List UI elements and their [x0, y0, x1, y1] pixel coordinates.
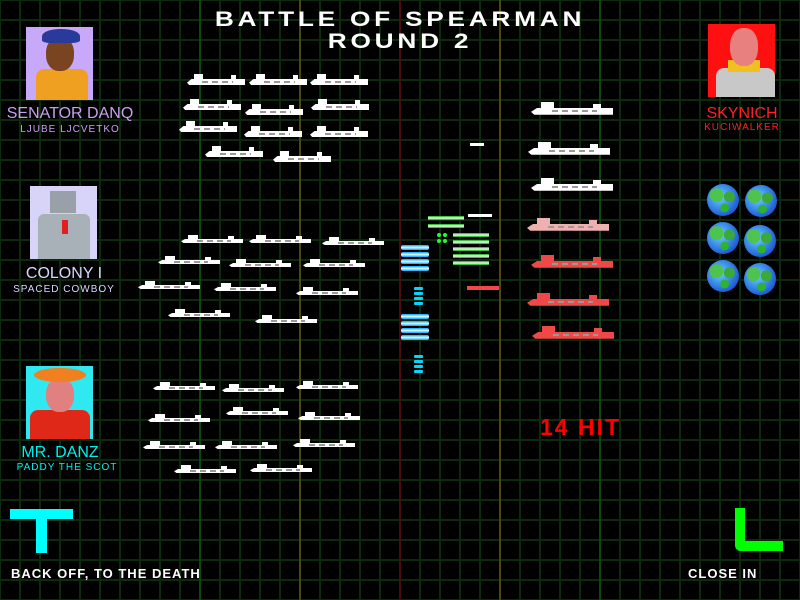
- mr-danz-ship: [293, 439, 355, 449]
- cyan-missile: [401, 328, 429, 333]
- green-plasma-dot: [443, 233, 447, 237]
- cyan-torpedo: [414, 302, 423, 305]
- range-line: [299, 0, 301, 600]
- green-plasma-dot: [437, 239, 441, 243]
- cyan-missile: [401, 266, 429, 271]
- player-handle: SPACED COWBOY: [13, 284, 115, 295]
- mr-danz-ship: [222, 384, 284, 394]
- green-laser: [453, 254, 489, 258]
- green-laser: [428, 216, 464, 220]
- senator-danq-ship: [179, 121, 237, 135]
- senator-danq-ship: [311, 99, 369, 113]
- earth-planet-icon: [707, 184, 739, 216]
- skynich-portrait: [708, 24, 775, 97]
- player-name: MR. DANZ: [21, 444, 99, 461]
- colony-i-ship: [229, 259, 291, 269]
- cyan-torpedo: [414, 370, 423, 373]
- close-in-key-icon[interactable]: [735, 508, 783, 551]
- skynich-ship: [528, 142, 610, 158]
- earth-planet-icon: [707, 222, 739, 254]
- mr-danz-ship: [298, 412, 360, 422]
- skynich-ship: [531, 178, 613, 194]
- cyan-torpedo: [414, 287, 423, 290]
- green-laser: [453, 233, 489, 237]
- player-handle: PADDY THE SCOT: [16, 462, 118, 473]
- mr-danz-ship: [250, 464, 312, 474]
- mr-danz-ship: [143, 441, 205, 451]
- colony-i-ship: [158, 256, 220, 266]
- mr-danz-ship: [153, 382, 215, 392]
- colony-i-ship: [322, 237, 384, 247]
- mr-danz-portrait: [26, 366, 93, 439]
- colony-i-ship: [214, 283, 276, 293]
- skynich-ship: [527, 293, 609, 309]
- green-laser: [453, 240, 489, 244]
- green-plasma-dot: [443, 239, 447, 243]
- cyan-missile: [401, 252, 429, 257]
- player-name: SKYNICH: [706, 105, 778, 122]
- senator-danq-ship: [245, 104, 303, 118]
- green-plasma-dot: [437, 233, 441, 237]
- cyan-missile: [401, 259, 429, 264]
- cyan-torpedo: [414, 365, 423, 368]
- player-handle: LJUBE LJCVETKO: [20, 124, 120, 135]
- mr-danz-ship: [215, 441, 277, 451]
- skynich-ship: [527, 218, 609, 234]
- colony-i-ship: [249, 235, 311, 245]
- red-fighter: [467, 286, 499, 290]
- close-in-label: CLOSE IN: [688, 566, 758, 581]
- senator-danq-ship: [205, 146, 263, 160]
- player-name: SENATOR DANQ: [6, 105, 134, 122]
- cyan-missile: [401, 245, 429, 250]
- senator-danq-ship: [273, 151, 331, 165]
- earth-planet-icon: [707, 260, 739, 292]
- senator-danq-portrait: [26, 27, 93, 100]
- cyan-torpedo: [414, 297, 423, 300]
- colony-i-ship: [181, 235, 243, 245]
- mr-danz-ship: [148, 414, 210, 424]
- mr-danz-ship: [174, 465, 236, 475]
- colony-i-portrait: [30, 186, 97, 259]
- range-line: [199, 0, 201, 600]
- colony-i-ship: [138, 281, 200, 291]
- hit-counter: 14 HIT: [540, 414, 622, 440]
- colony-i-ship: [255, 315, 317, 325]
- cyan-torpedo: [414, 292, 423, 295]
- green-laser: [453, 261, 489, 265]
- senator-danq-ship: [310, 74, 368, 88]
- colony-i-ship: [303, 259, 365, 269]
- white-fighter: [468, 214, 492, 217]
- senator-danq-ship: [310, 126, 368, 140]
- back-off-key-icon[interactable]: [10, 509, 73, 553]
- mr-danz-ship: [226, 407, 288, 417]
- colony-i-ship: [168, 309, 230, 319]
- player-name: COLONY I: [25, 265, 103, 282]
- cyan-missile: [401, 321, 429, 326]
- white-fighter: [470, 143, 484, 146]
- senator-danq-ship: [249, 74, 307, 88]
- round-label: ROUND 2: [327, 30, 473, 53]
- senator-danq-ship: [183, 99, 241, 113]
- earth-planet-icon: [744, 263, 776, 295]
- skynich-ship: [531, 255, 613, 271]
- senator-danq-ship: [187, 74, 245, 88]
- back-off-label: BACK OFF, TO THE DEATH: [11, 566, 201, 581]
- skynich-ship: [531, 102, 613, 118]
- range-line-center: [399, 0, 401, 600]
- skynich-ship: [532, 326, 614, 342]
- range-line: [499, 0, 501, 600]
- cyan-torpedo: [414, 360, 423, 363]
- earth-planet-icon: [745, 185, 777, 217]
- mr-danz-ship: [296, 381, 358, 391]
- cyan-torpedo: [414, 355, 423, 358]
- green-laser: [428, 224, 464, 228]
- colony-i-ship: [296, 287, 358, 297]
- battle-title: BATTLE OF SPEARMAN: [214, 8, 586, 31]
- player-handle: KUCIWALKER: [704, 122, 780, 133]
- cyan-missile: [401, 314, 429, 319]
- cyan-missile: [401, 335, 429, 340]
- earth-planet-icon: [744, 225, 776, 257]
- green-laser: [453, 247, 489, 251]
- senator-danq-ship: [244, 126, 302, 140]
